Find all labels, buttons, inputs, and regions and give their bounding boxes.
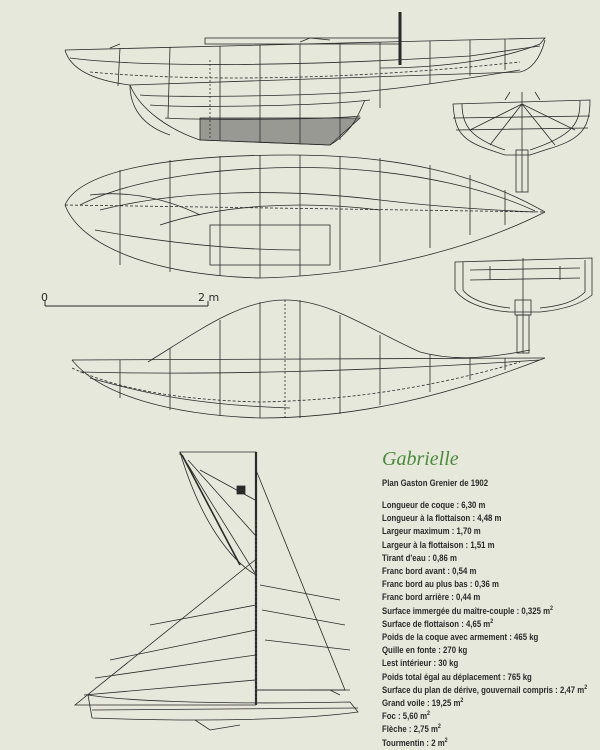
- spec-item: Flèche : 2,75 m2: [382, 723, 441, 736]
- transverse-section-view: [454, 257, 593, 354]
- spec-unit-exponent: 2: [550, 604, 553, 612]
- spec-item: Surface immergée du maître-couple : 0,32…: [382, 604, 553, 617]
- body-section-view: [452, 91, 591, 193]
- spec-item: Largeur à la flottaison : 1,51 m: [382, 539, 495, 551]
- spec-unit-exponent: 2: [444, 736, 448, 744]
- spec-item: Tourmentin : 2 m2: [382, 736, 448, 749]
- spec-value: 0,86 m: [432, 552, 457, 564]
- spec-label: Franc bord arrière: [382, 592, 450, 604]
- spec-label: Longueur à la flottaison: [382, 513, 471, 525]
- spec-value: 0,325 m: [521, 605, 551, 617]
- spec-value: 270 kg: [443, 645, 468, 657]
- spec-label: Franc bord avant: [382, 566, 446, 578]
- spec-item: Longueur de coque : 6,30 m: [382, 500, 486, 511]
- spec-label: Lest intérieur: [382, 658, 432, 670]
- spec-label: Longueur de coque: [382, 500, 455, 511]
- spec-value: 2,75 m: [413, 724, 438, 736]
- spec-item: Grand voile : 19,25 m2: [382, 696, 464, 710]
- spec-unit-exponent: 2: [427, 710, 431, 718]
- half-breadth-view: [64, 154, 546, 279]
- spec-label: Surface immergée du maître-couple: [382, 605, 515, 617]
- spec-value: 0,36 m: [474, 579, 499, 591]
- scale-start-label: 0: [41, 291, 48, 304]
- spec-item: Poids total égal au déplacement : 765 kg: [382, 671, 532, 683]
- spec-label: Tirant d'eau: [382, 552, 426, 564]
- spec-label: Quille en fonte: [382, 645, 437, 657]
- spec-label: Largeur maximum: [382, 526, 450, 538]
- spec-value: 2,47 m: [559, 684, 585, 696]
- spec-unit-exponent: 2: [584, 683, 588, 691]
- spec-value: 1,70 m: [456, 526, 481, 538]
- lines-plan-view: [71, 299, 546, 419]
- spec-value: 5,60 m: [402, 711, 428, 723]
- spec-value: 4,48 m: [477, 513, 502, 525]
- spec-label: Surface du plan de dérive, gouvernail co…: [382, 684, 554, 696]
- scale-bar: [44, 301, 209, 307]
- spec-unit-exponent: 2: [460, 696, 464, 704]
- designer-subtitle: Plan Gaston Grenier de 1902: [382, 478, 489, 489]
- spec-value: 0,54 m: [452, 566, 477, 578]
- spec-label: Poids total égal au déplacement: [382, 671, 501, 683]
- boat-title: Gabrielle: [382, 448, 459, 470]
- spec-value: 465 kg: [514, 632, 539, 644]
- spec-label: Grand voile: [382, 698, 425, 710]
- spec-label: Flèche: [382, 724, 407, 736]
- spec-item: Franc bord au plus bas : 0,36 m: [382, 579, 499, 591]
- spec-item: Longueur à la flottaison : 4,48 m: [382, 513, 502, 525]
- spec-item: Foc : 5,60 m2: [382, 710, 431, 723]
- spec-value: 6,30 m: [461, 500, 486, 511]
- spec-label: Tourmentin: [382, 737, 425, 749]
- spec-list: Longueur de coque : 6,30 m Longueur à la …: [382, 499, 587, 750]
- spec-item: Surface de flottaison : 4,65 m2: [382, 617, 494, 630]
- hull-profile-view: [64, 12, 546, 146]
- spec-item: Largeur maximum : 1,70 m: [382, 526, 481, 538]
- spec-item: Tirant d'eau : 0,86 m: [382, 552, 457, 564]
- spec-label: Surface de flottaison: [382, 618, 460, 630]
- spec-item: Franc bord arrière : 0,44 m: [382, 592, 481, 604]
- spec-item: Quille en fonte : 270 kg: [382, 645, 468, 657]
- spec-item: Poids de la coque avec armement : 465 kg: [382, 632, 539, 644]
- spec-value: 4,65 m: [465, 618, 491, 630]
- spec-item: Franc bord avant : 0,54 m: [382, 566, 477, 578]
- spec-value: 19,25 m: [431, 698, 461, 710]
- sail-plan-view: [73, 451, 359, 731]
- spec-value: 0,44 m: [456, 592, 481, 604]
- spec-label: Franc bord au plus bas: [382, 579, 468, 591]
- spec-item: Surface du plan de dérive, gouvernail co…: [382, 683, 588, 696]
- spec-unit-exponent: 2: [490, 617, 494, 625]
- spec-label: Foc: [382, 711, 396, 723]
- spec-item: Lest intérieur : 30 kg: [382, 658, 459, 670]
- scale-end-label: 2 m: [198, 291, 220, 304]
- spec-value: 765 kg: [507, 671, 532, 683]
- spec-label: Poids de la coque avec armement: [382, 632, 508, 644]
- spec-label: Largeur à la flottaison: [382, 539, 464, 551]
- spec-value: 2 m: [431, 737, 445, 749]
- spec-unit-exponent: 2: [437, 723, 441, 731]
- spec-value: 30 kg: [438, 658, 459, 670]
- spec-value: 1,51 m: [470, 539, 495, 551]
